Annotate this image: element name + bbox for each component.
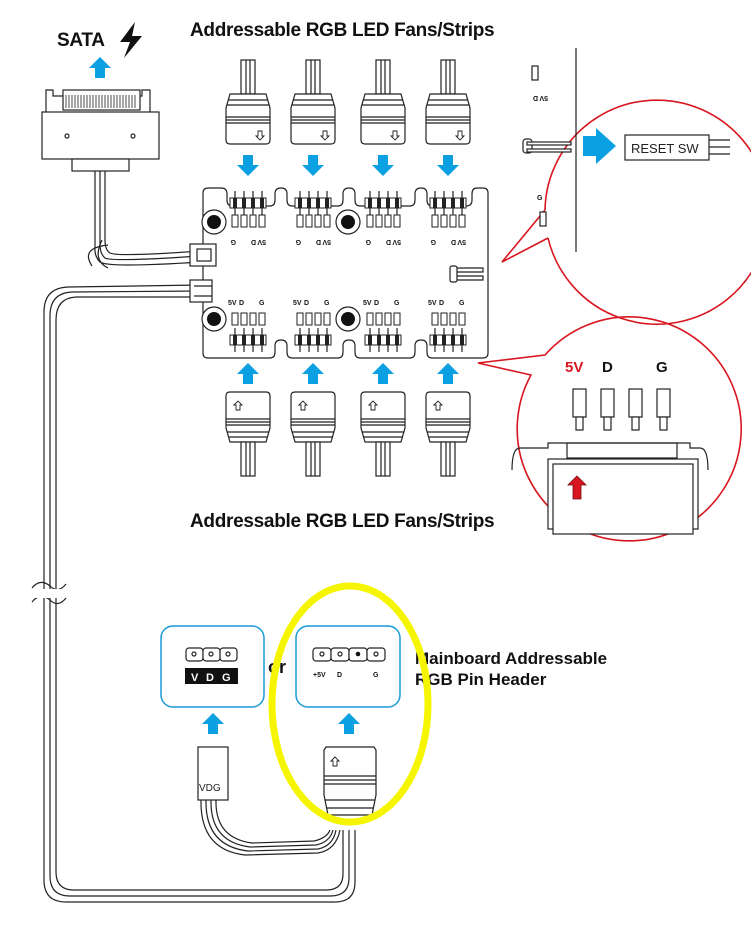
zoom-d-label: D bbox=[602, 359, 613, 376]
svg-text:D: D bbox=[251, 238, 256, 245]
svg-text:VDG: VDG bbox=[199, 783, 221, 794]
reset-switch-callout: 5V D G RESET SW bbox=[501, 48, 751, 325]
svg-text:5V: 5V bbox=[539, 94, 548, 101]
svg-text:D: D bbox=[439, 300, 444, 307]
arrow-up-icon bbox=[437, 363, 459, 384]
svg-text:G: G bbox=[222, 672, 231, 684]
svg-text:5V: 5V bbox=[257, 238, 266, 245]
svg-text:G: G bbox=[230, 238, 236, 245]
svg-text:V: V bbox=[191, 672, 199, 684]
svg-text:5V: 5V bbox=[322, 238, 331, 245]
mainboard-label-line2: RGB Pin Header bbox=[415, 670, 547, 689]
svg-text:D: D bbox=[239, 300, 244, 307]
fan-connector-1 bbox=[225, 59, 271, 145]
svg-text:G: G bbox=[394, 300, 400, 307]
arrow-down-icon bbox=[237, 155, 259, 176]
sata-cable bbox=[87, 171, 201, 269]
5v-connector bbox=[323, 746, 377, 816]
arrow-right-icon bbox=[583, 128, 616, 164]
svg-text:G: G bbox=[373, 672, 379, 679]
hub-top-pin-labels: G 5V D G 5V D G 5V D G 5V D bbox=[230, 238, 466, 245]
header-5v: +5V D G bbox=[295, 625, 401, 708]
arrow-down-icon bbox=[302, 155, 324, 176]
fan-connector-3 bbox=[360, 59, 406, 145]
svg-text:D: D bbox=[374, 300, 379, 307]
fan-connector-6 bbox=[290, 391, 336, 477]
svg-text:G: G bbox=[295, 238, 301, 245]
fan-connector-7 bbox=[360, 391, 406, 477]
arrow-up-icon bbox=[202, 713, 224, 734]
svg-text:+5V: +5V bbox=[313, 672, 326, 679]
svg-text:G: G bbox=[324, 300, 330, 307]
reset-sw-label: RESET SW bbox=[631, 141, 699, 156]
top-fans-label: Addressable RGB LED Fans/Strips bbox=[190, 20, 494, 41]
svg-text:D: D bbox=[206, 672, 214, 684]
fan-connector-5 bbox=[225, 391, 271, 477]
svg-text:D: D bbox=[337, 672, 342, 679]
svg-text:5V: 5V bbox=[428, 300, 437, 307]
arrow-up-icon bbox=[372, 363, 394, 384]
arrow-up-icon bbox=[338, 713, 360, 734]
output-cable bbox=[31, 284, 356, 903]
svg-text:G: G bbox=[365, 238, 371, 245]
hub-bottom-pin-labels: 5V D G 5V D G 5V D G 5V D G bbox=[228, 300, 465, 307]
svg-text:G: G bbox=[259, 300, 265, 307]
vdg-connector: VDG bbox=[197, 746, 341, 856]
rgb-hub-board bbox=[189, 187, 489, 359]
svg-text:5V: 5V bbox=[228, 300, 237, 307]
arrow-up-icon bbox=[89, 57, 111, 78]
pin-orientation-callout: 5V D G bbox=[477, 316, 742, 542]
top-fan-connectors bbox=[225, 59, 471, 145]
svg-text:5V: 5V bbox=[363, 300, 372, 307]
svg-text:D: D bbox=[304, 300, 309, 307]
highlight-ellipse bbox=[268, 582, 432, 826]
svg-text:G: G bbox=[459, 300, 465, 307]
svg-text:D: D bbox=[386, 238, 391, 245]
red-arrow-up-icon bbox=[567, 475, 587, 500]
fan-connector-4 bbox=[425, 59, 471, 145]
bottom-fan-connectors bbox=[225, 391, 471, 477]
arrow-up-icon bbox=[302, 363, 324, 384]
fan-connector-2 bbox=[290, 59, 336, 145]
sata-connector bbox=[41, 89, 160, 172]
svg-text:D: D bbox=[451, 238, 456, 245]
arrow-down-icon bbox=[437, 155, 459, 176]
svg-text:G: G bbox=[537, 195, 543, 202]
arrow-up-icon bbox=[237, 363, 259, 384]
svg-text:D: D bbox=[533, 94, 538, 101]
mainboard-label-line1: Mainboard Addressable bbox=[415, 649, 607, 668]
svg-text:5V: 5V bbox=[457, 238, 466, 245]
sata-label: SATA bbox=[57, 30, 105, 51]
power-bolt-icon bbox=[120, 22, 142, 58]
header-vdg: V D G bbox=[160, 625, 265, 708]
arrow-down-icon bbox=[372, 155, 394, 176]
zoom-5v-label: 5V bbox=[565, 359, 583, 376]
svg-text:D: D bbox=[316, 238, 321, 245]
svg-text:5V: 5V bbox=[293, 300, 302, 307]
fan-connector-8 bbox=[425, 391, 471, 477]
bottom-fans-label: Addressable RGB LED Fans/Strips bbox=[190, 511, 494, 532]
svg-text:G: G bbox=[430, 238, 436, 245]
zoom-g-label: G bbox=[656, 359, 668, 376]
svg-text:5V: 5V bbox=[392, 238, 401, 245]
